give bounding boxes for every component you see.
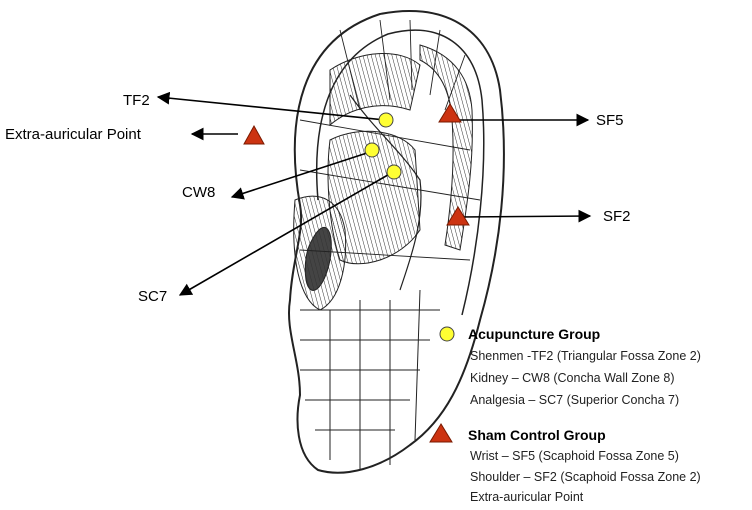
marker-sc7 bbox=[386, 164, 402, 180]
legend-acupuncture-item: Shenmen -TF2 (Triangular Fossa Zone 2) bbox=[470, 349, 701, 363]
triangular-fossa-hatch bbox=[329, 53, 421, 127]
legend-sham-item: Extra-auricular Point bbox=[470, 490, 584, 504]
legend-acupuncture-item: Analgesia – SC7 (Superior Concha 7) bbox=[470, 393, 680, 407]
acupuncture-markers bbox=[364, 112, 402, 180]
legend-acupuncture-item: Kidney – CW8 (Concha Wall Zone 8) bbox=[470, 371, 675, 385]
arrow-sf2 bbox=[457, 209, 592, 223]
legend-sham-marker bbox=[429, 423, 453, 443]
legend-sham-title: Sham Control Group bbox=[468, 427, 606, 443]
legend-sham-item: Shoulder – SF2 (Scaphoid Fossa Zone 2) bbox=[470, 470, 701, 484]
label-tf2: TF2 bbox=[123, 92, 150, 109]
label-extra-auricular: Extra-auricular Point bbox=[5, 126, 141, 143]
label-sf5: SF5 bbox=[596, 112, 624, 129]
antihelix-line bbox=[349, 94, 422, 291]
legend-acupuncture-title: Acupuncture Group bbox=[468, 326, 601, 342]
upper-grid bbox=[299, 19, 481, 261]
marker-cw8 bbox=[364, 142, 380, 158]
label-cw8: CW8 bbox=[182, 184, 216, 201]
label-sf2: SF2 bbox=[603, 208, 631, 225]
sham-markers bbox=[243, 103, 470, 226]
marker-tf2 bbox=[378, 112, 394, 128]
ear-drawing bbox=[288, 10, 505, 474]
arrow-sc7 bbox=[178, 171, 394, 296]
lobe-grid bbox=[300, 289, 440, 470]
arrow-cw8 bbox=[230, 151, 371, 200]
helix-rim bbox=[315, 29, 485, 316]
marker-sf5 bbox=[438, 103, 462, 123]
scaphoid-fossa-hatch bbox=[419, 44, 473, 251]
legend-sham-item: Wrist – SF5 (Scaphoid Fossa Zone 5) bbox=[470, 449, 679, 463]
arrow-tf2 bbox=[156, 91, 386, 121]
label-sc7: SC7 bbox=[138, 288, 168, 305]
concha-hatch bbox=[327, 130, 421, 265]
tragus-hatch bbox=[293, 195, 347, 311]
marker-extra bbox=[243, 124, 265, 145]
marker-sf2 bbox=[446, 206, 470, 226]
pointer-arrows bbox=[156, 91, 592, 296]
legend-acupuncture-marker bbox=[439, 326, 455, 342]
